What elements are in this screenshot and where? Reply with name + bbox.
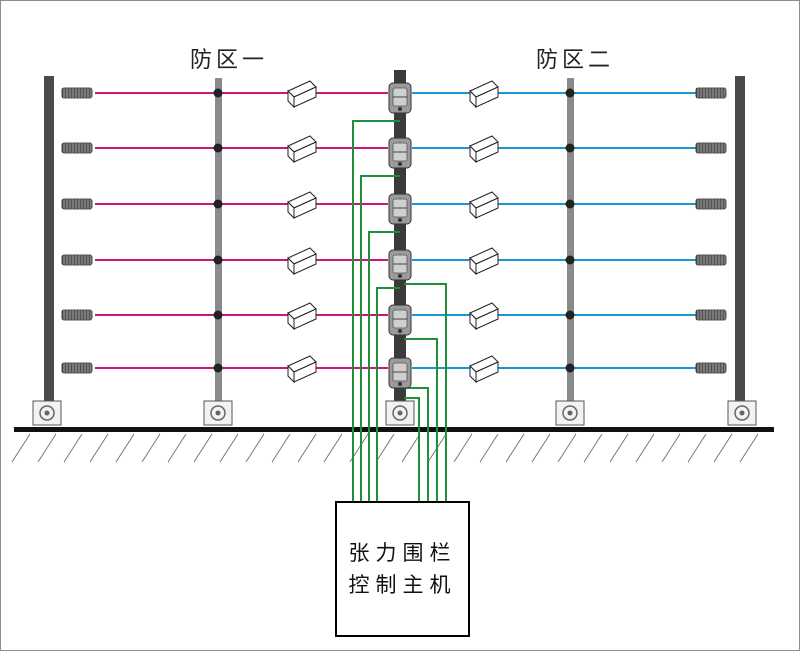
signal-cable — [376, 287, 400, 501]
ground-hatch — [375, 433, 395, 463]
wire-support-icon — [469, 355, 499, 384]
post-base-icon — [203, 400, 233, 426]
tension-spring-icon — [695, 87, 727, 99]
insulator-icon — [565, 255, 575, 265]
tension-spring-icon — [695, 362, 727, 374]
tension-spring-icon — [695, 254, 727, 266]
controller-label-line1: 张力围栏 — [348, 541, 457, 565]
ground-hatch — [687, 433, 707, 463]
ground-hatch — [401, 433, 421, 463]
ground-hatch — [635, 433, 655, 463]
ground-hatch — [37, 433, 57, 463]
ground-hatch — [453, 433, 473, 463]
tension-spring-icon — [61, 87, 93, 99]
ground-hatch — [609, 433, 629, 463]
ground-hatch — [11, 433, 31, 463]
tension-spring-icon — [61, 309, 93, 321]
controller-label-line2: 控制主机 — [348, 573, 457, 597]
post-base-icon — [727, 400, 757, 426]
post-base-icon — [385, 400, 415, 426]
wire-support-icon — [469, 302, 499, 331]
insulator-icon — [213, 255, 223, 265]
middle-post-zone2 — [567, 78, 574, 404]
ground-hatch — [89, 433, 109, 463]
insulator-icon — [565, 199, 575, 209]
signal-cable — [404, 283, 447, 501]
signal-cable — [368, 231, 400, 501]
ground-hatch — [479, 433, 499, 463]
wire-support-icon — [287, 80, 317, 109]
end-post-right — [735, 76, 745, 406]
ground-hatch — [531, 433, 551, 463]
insulator-icon — [565, 88, 575, 98]
ground-hatch — [739, 433, 759, 463]
ground-hatch — [271, 433, 291, 463]
tension-detector-icon — [388, 82, 412, 114]
tension-detector-icon — [388, 193, 412, 225]
wire-support-icon — [287, 247, 317, 276]
ground — [11, 427, 774, 463]
ground-hatch — [193, 433, 213, 463]
insulator-icon — [213, 363, 223, 373]
controller-box: 张力围栏 控制主机 — [335, 501, 470, 637]
wire-support-icon — [287, 135, 317, 164]
wire-support-icon — [469, 247, 499, 276]
tension-spring-icon — [61, 254, 93, 266]
ground-hatch — [323, 433, 343, 463]
signal-cable — [404, 387, 429, 501]
zone-1-title: 防区一 — [190, 48, 269, 73]
post-base-icon — [32, 400, 62, 426]
tension-spring-icon — [61, 142, 93, 154]
tension-detector-icon — [388, 249, 412, 281]
wire-support-icon — [469, 80, 499, 109]
wire-support-icon — [469, 135, 499, 164]
wire-support-icon — [287, 302, 317, 331]
ground-hatch — [167, 433, 187, 463]
insulator-icon — [213, 199, 223, 209]
tension-spring-icon — [61, 198, 93, 210]
tension-detector-icon — [388, 137, 412, 169]
signal-cable — [360, 175, 400, 501]
wire-support-icon — [469, 191, 499, 220]
end-post-left — [44, 76, 54, 406]
tension-spring-icon — [695, 142, 727, 154]
tension-spring-icon — [695, 198, 727, 210]
tension-spring-icon — [61, 362, 93, 374]
ground-hatch — [141, 433, 161, 463]
tension-spring-icon — [695, 309, 727, 321]
ground-hatch — [583, 433, 603, 463]
fence-parts — [32, 80, 757, 426]
tension-detector-icon — [388, 357, 412, 389]
signal-cable — [352, 120, 400, 501]
insulator-icon — [213, 310, 223, 320]
ground-hatch — [63, 433, 83, 463]
wires — [95, 92, 698, 369]
ground-hatch — [245, 433, 265, 463]
signal-cable — [404, 397, 420, 501]
tension-detector-icon — [388, 304, 412, 336]
signal-cable — [404, 338, 438, 501]
insulator-icon — [213, 88, 223, 98]
ground-hatch — [661, 433, 681, 463]
ground-hatch — [219, 433, 239, 463]
wire-support-icon — [287, 355, 317, 384]
signal-cables — [352, 120, 447, 501]
ground-hatch — [505, 433, 525, 463]
insulator-icon — [565, 143, 575, 153]
insulator-icon — [213, 143, 223, 153]
insulator-icon — [565, 363, 575, 373]
middle-post-zone1 — [215, 78, 222, 404]
ground-hatch — [713, 433, 733, 463]
ground-hatch — [557, 433, 577, 463]
zone-2-title: 防区二 — [536, 48, 615, 73]
ground-line — [14, 427, 774, 432]
ground-hatch — [115, 433, 135, 463]
post-base-icon — [555, 400, 585, 426]
insulator-icon — [565, 310, 575, 320]
wire-support-icon — [287, 191, 317, 220]
ground-hatch — [297, 433, 317, 463]
